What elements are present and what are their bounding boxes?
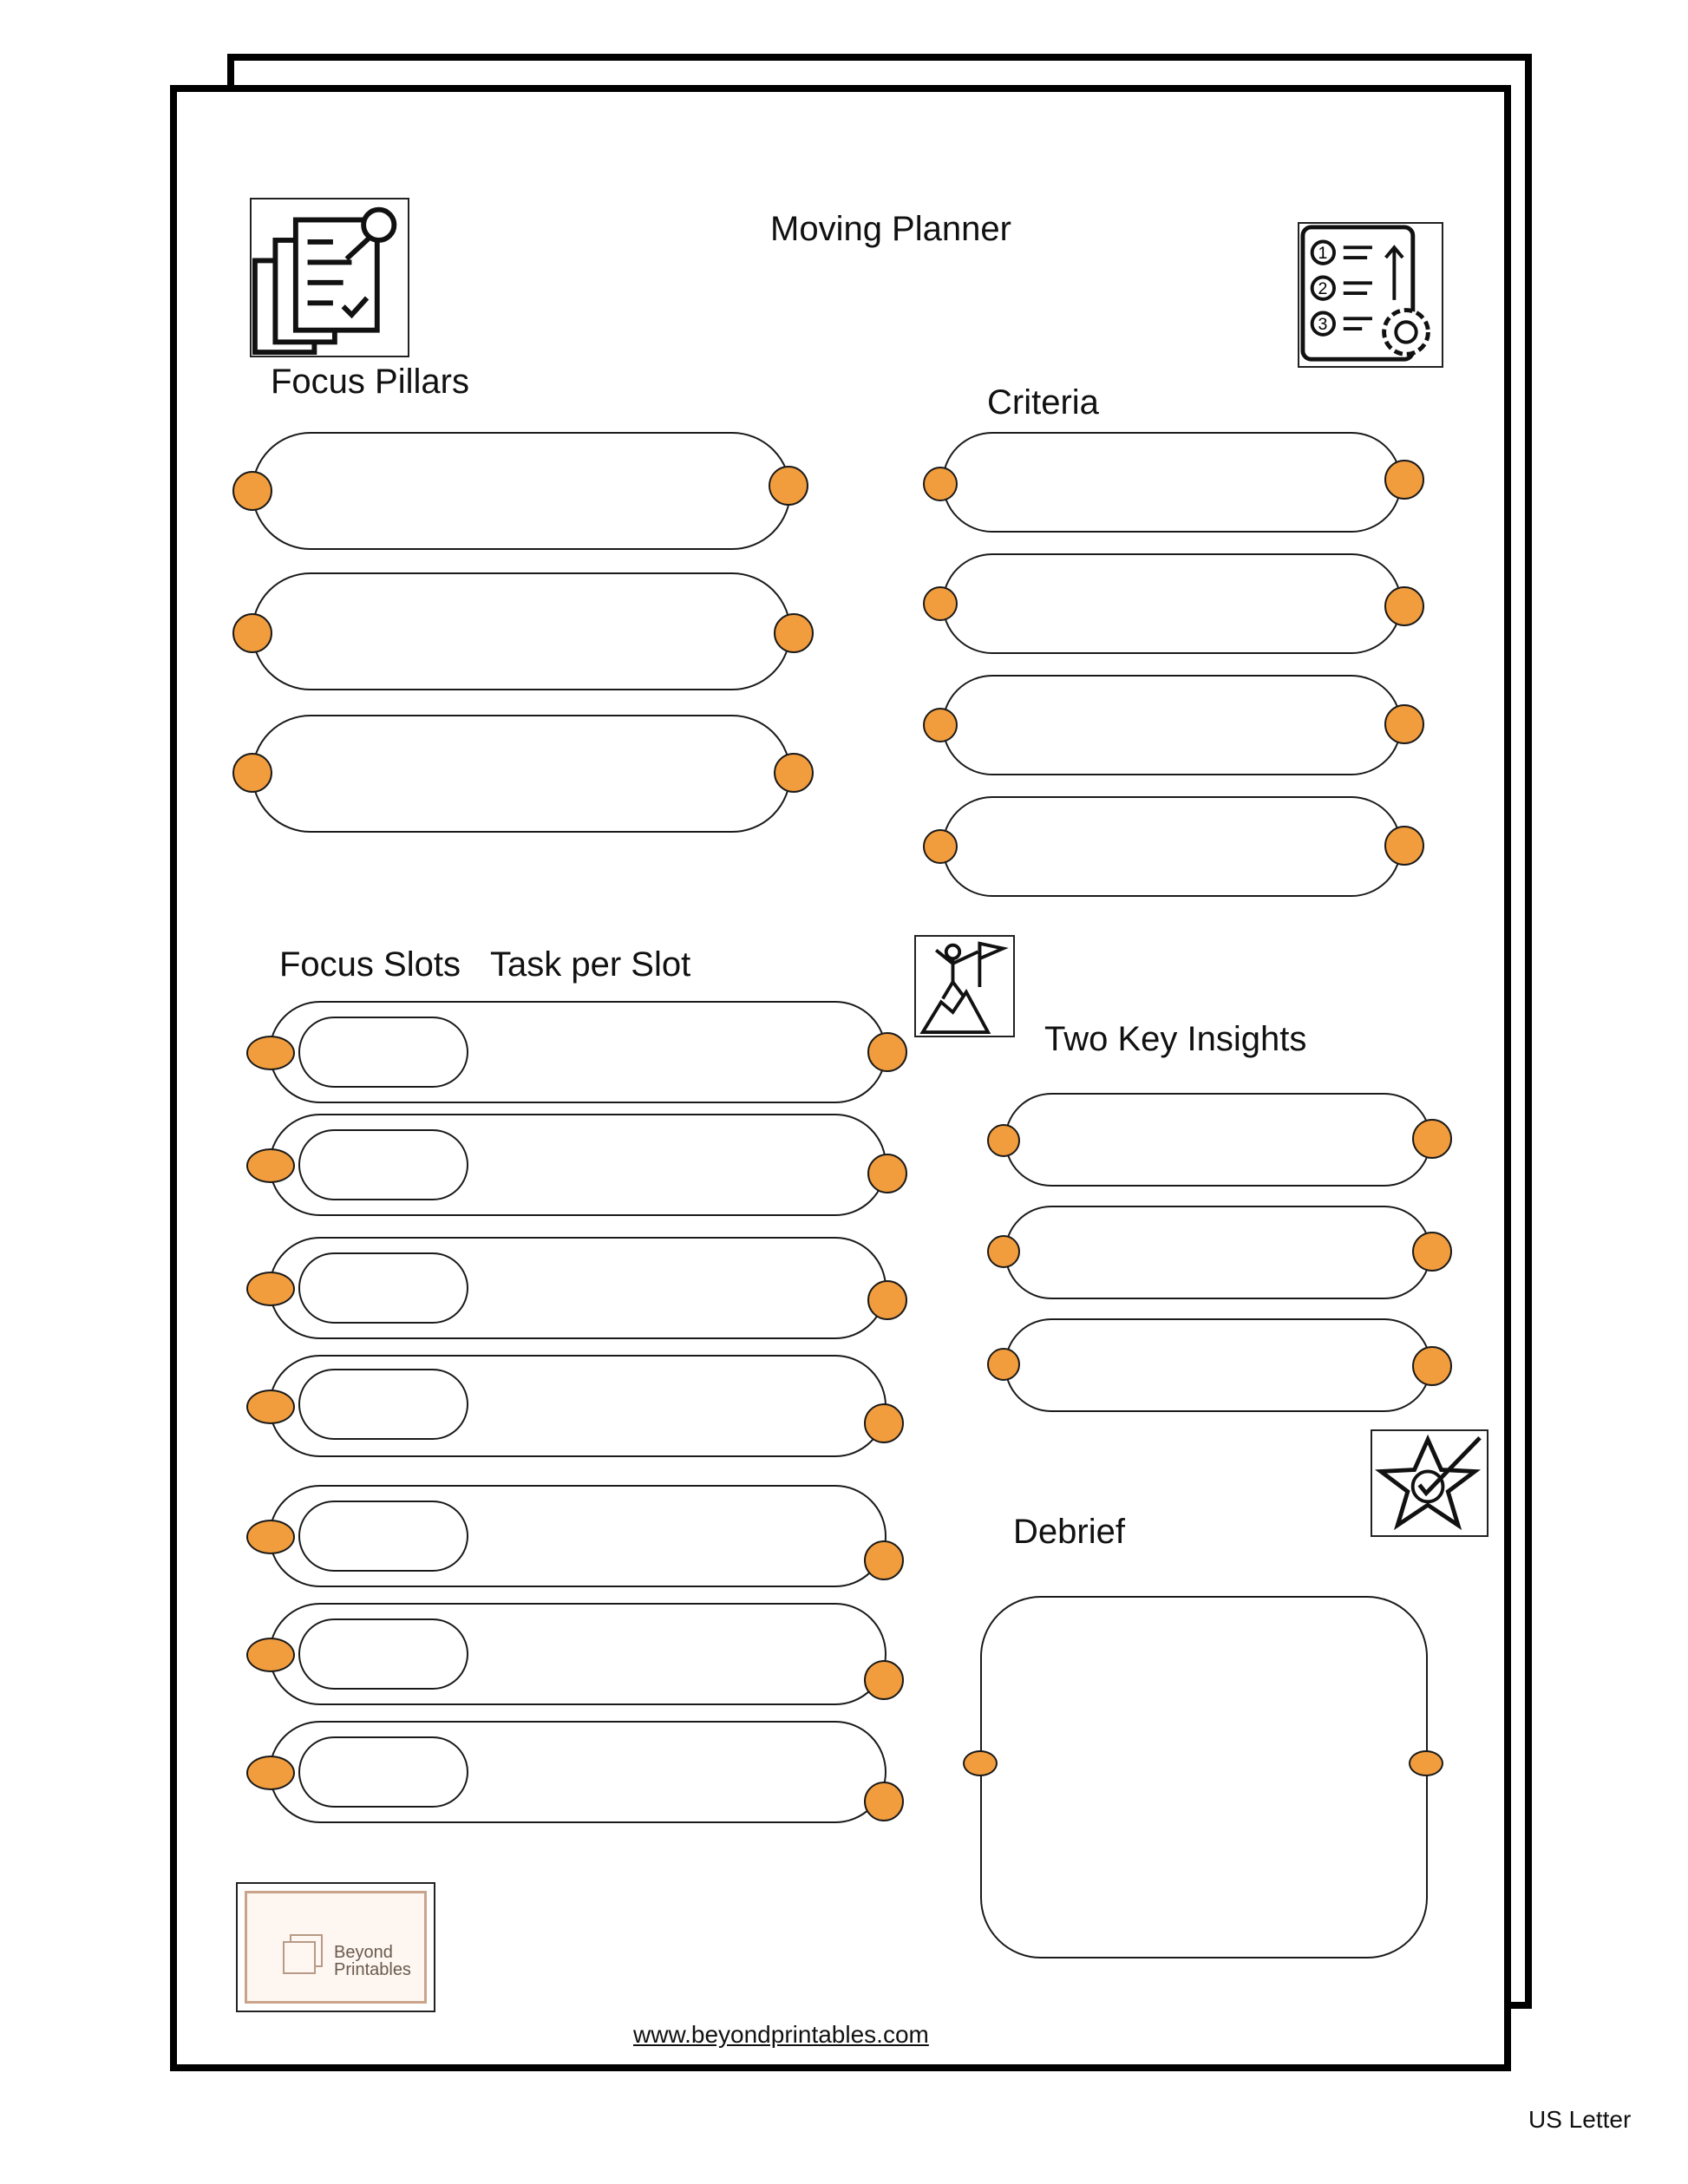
debrief-heading: Debrief (1013, 1513, 1125, 1551)
logo-text-line1: Beyond (334, 1943, 393, 1962)
svg-text:2: 2 (1318, 279, 1327, 298)
connector-dot (1412, 1232, 1452, 1272)
debrief-box[interactable] (980, 1596, 1428, 1958)
connector-dot (769, 466, 808, 506)
layered-squares-icon (283, 1934, 323, 1974)
connector-dot (232, 613, 272, 653)
criteria-field[interactable] (942, 553, 1402, 654)
connector-dot (1409, 1750, 1443, 1776)
connector-dot (987, 1235, 1020, 1268)
task-per-slot-heading: Task per Slot (490, 945, 691, 984)
connector-dot (923, 467, 958, 501)
focus-slot-field[interactable] (298, 1017, 468, 1088)
connector-dot (1412, 1346, 1452, 1386)
paper-size-label: US Letter (1528, 2106, 1632, 2133)
connector-dot (963, 1750, 998, 1776)
numbered-list-gear-icon: 1 2 3 (1298, 222, 1443, 368)
page-title: Moving Planner (770, 210, 1011, 248)
focus-pillars-heading: Focus Pillars (271, 363, 469, 401)
connector-dot (774, 753, 814, 793)
connector-dot (246, 1272, 295, 1306)
connector-dot (246, 1148, 295, 1183)
focus-slot-field[interactable] (298, 1501, 468, 1572)
connector-dot (246, 1756, 295, 1790)
connector-dot (987, 1124, 1020, 1157)
focus-slot-field[interactable] (298, 1129, 468, 1200)
connector-dot (1412, 1119, 1452, 1159)
focus-slot-field[interactable] (298, 1618, 468, 1690)
connector-dot (1384, 704, 1424, 744)
focus-slot-field[interactable] (298, 1252, 468, 1324)
insight-field[interactable] (1004, 1093, 1431, 1187)
connector-dot (867, 1280, 907, 1320)
star-check-icon (1371, 1429, 1488, 1537)
connector-dot (923, 829, 958, 864)
connector-dot (867, 1154, 907, 1193)
criteria-heading: Criteria (987, 383, 1099, 422)
insight-field[interactable] (1004, 1318, 1431, 1412)
focus-pillar-field[interactable] (252, 572, 791, 690)
pinned-checklist-icon (250, 198, 409, 357)
svg-text:1: 1 (1318, 244, 1327, 263)
logo-text-line2: Printables (334, 1960, 411, 1979)
connector-dot (1384, 586, 1424, 626)
focus-pillar-field[interactable] (252, 715, 791, 833)
criteria-field[interactable] (942, 796, 1402, 897)
criteria-field[interactable] (942, 432, 1402, 533)
connector-dot (923, 708, 958, 742)
focus-slots-heading: Focus Slots (279, 945, 461, 984)
focus-slot-field[interactable] (298, 1369, 468, 1440)
criteria-field[interactable] (942, 675, 1402, 775)
connector-dot (1384, 460, 1424, 500)
connector-dot (867, 1032, 907, 1072)
connector-dot (232, 471, 272, 511)
connector-dot (864, 1403, 904, 1443)
connector-dot (1384, 826, 1424, 866)
connector-dot (246, 1520, 295, 1554)
connector-dot (864, 1660, 904, 1700)
insight-field[interactable] (1004, 1206, 1431, 1299)
focus-slot-field[interactable] (298, 1736, 468, 1808)
two-key-insights-heading: Two Key Insights (1044, 1020, 1307, 1058)
svg-text:3: 3 (1318, 315, 1327, 334)
connector-dot (246, 1390, 295, 1424)
website-link[interactable]: www.beyondprintables.com (633, 2021, 929, 2048)
connector-dot (987, 1348, 1020, 1381)
connector-dot (246, 1036, 295, 1070)
focus-pillar-field[interactable] (252, 432, 791, 550)
mountain-climber-flag-icon (914, 935, 1015, 1037)
connector-dot (864, 1782, 904, 1821)
brand-logo: Beyond Printables (236, 1882, 435, 2012)
connector-dot (246, 1638, 295, 1672)
connector-dot (864, 1540, 904, 1580)
connector-dot (232, 753, 272, 793)
connector-dot (774, 613, 814, 653)
connector-dot (923, 586, 958, 621)
